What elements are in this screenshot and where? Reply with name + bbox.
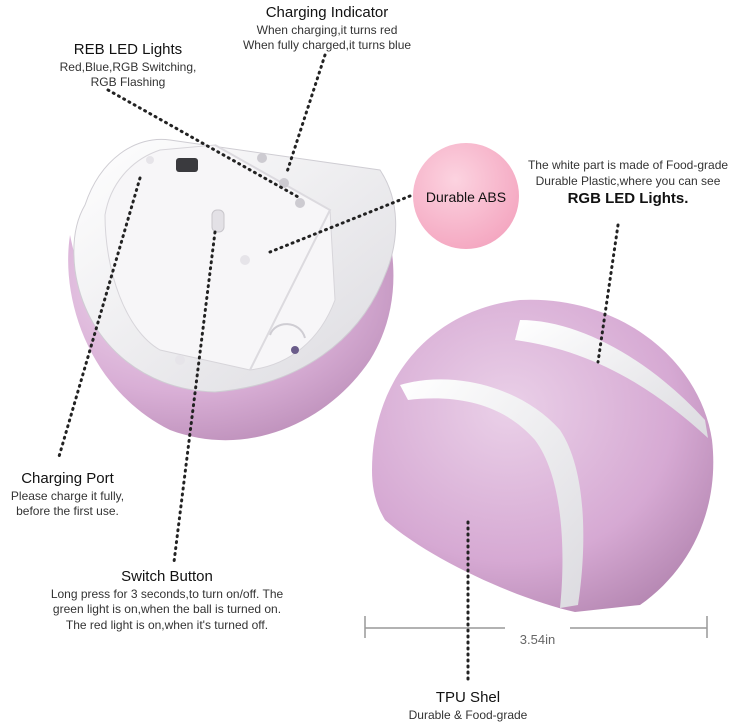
- switch-button-knob: [211, 209, 225, 233]
- charging-indicator-line1: When charging,it turns red: [256, 22, 398, 37]
- reb-led-label: REB LED Lights Red,Blue,RGB Switching, R…: [38, 40, 218, 91]
- white-part-label: The white part is made of Food-grade Dur…: [513, 158, 743, 209]
- charging-indicator-line2: When fully charged,it turns blue: [242, 38, 412, 53]
- charging-indicator-title: Charging Indicator: [265, 4, 389, 21]
- switch-button-title: Switch Button: [121, 568, 213, 585]
- left-ball: [68, 138, 397, 441]
- switch-button-line2: green light is on,when the ball is turne…: [52, 602, 282, 617]
- left-ball-shell: [68, 220, 394, 441]
- dimension-line: [364, 616, 708, 638]
- led-light-2: [279, 178, 289, 188]
- right-dome-white-stripe-2: [515, 320, 708, 438]
- led-light-3: [295, 198, 305, 208]
- tpu-shell-line1: Durable & Food-grade: [408, 707, 528, 722]
- charging-port-label: Charging Port Please charge it fully, be…: [0, 469, 135, 520]
- switch-button-line1: Long press for 3 seconds,to turn on/off.…: [50, 586, 284, 601]
- durable-abs-label: Durable ABS: [425, 189, 507, 205]
- right-dome: [372, 299, 714, 612]
- leader-lines: [56, 53, 620, 684]
- indicator-led: [291, 346, 299, 354]
- right-dome-shell: [372, 299, 714, 612]
- switch-button-line3: The red light is on,when it's turned off…: [65, 617, 269, 632]
- tpu-shell-title: TPU Shel: [435, 689, 501, 706]
- dimension-label: 3.54in: [519, 632, 556, 647]
- led-light-1: [257, 153, 267, 163]
- reb-led-title: REB LED Lights: [73, 41, 183, 58]
- charging-indicator-label: Charging Indicator When charging,it turn…: [222, 3, 432, 54]
- white-part-line1: The white part is made of Food-grade: [527, 158, 729, 172]
- charging-port-socket: [176, 158, 198, 172]
- right-dome-white-stripe-1: [400, 379, 584, 608]
- white-part-line3: RGB LED Lights.: [567, 190, 689, 208]
- charging-port-title: Charging Port: [21, 470, 114, 487]
- charging-port-line2: before the first use.: [16, 504, 119, 519]
- reb-led-line2: RGB Flashing: [90, 75, 166, 90]
- reb-led-line1: Red,Blue,RGB Switching,: [59, 59, 197, 74]
- tpu-shell-label: TPU Shel Durable & Food-grade: [388, 688, 548, 723]
- durable-abs-circle: [413, 143, 519, 249]
- switch-button-label: Switch Button Long press for 3 seconds,t…: [22, 567, 312, 633]
- white-part-line2: Durable Plastic,where you can see: [535, 173, 721, 188]
- charging-port-line1: Please charge it fully,: [10, 488, 125, 503]
